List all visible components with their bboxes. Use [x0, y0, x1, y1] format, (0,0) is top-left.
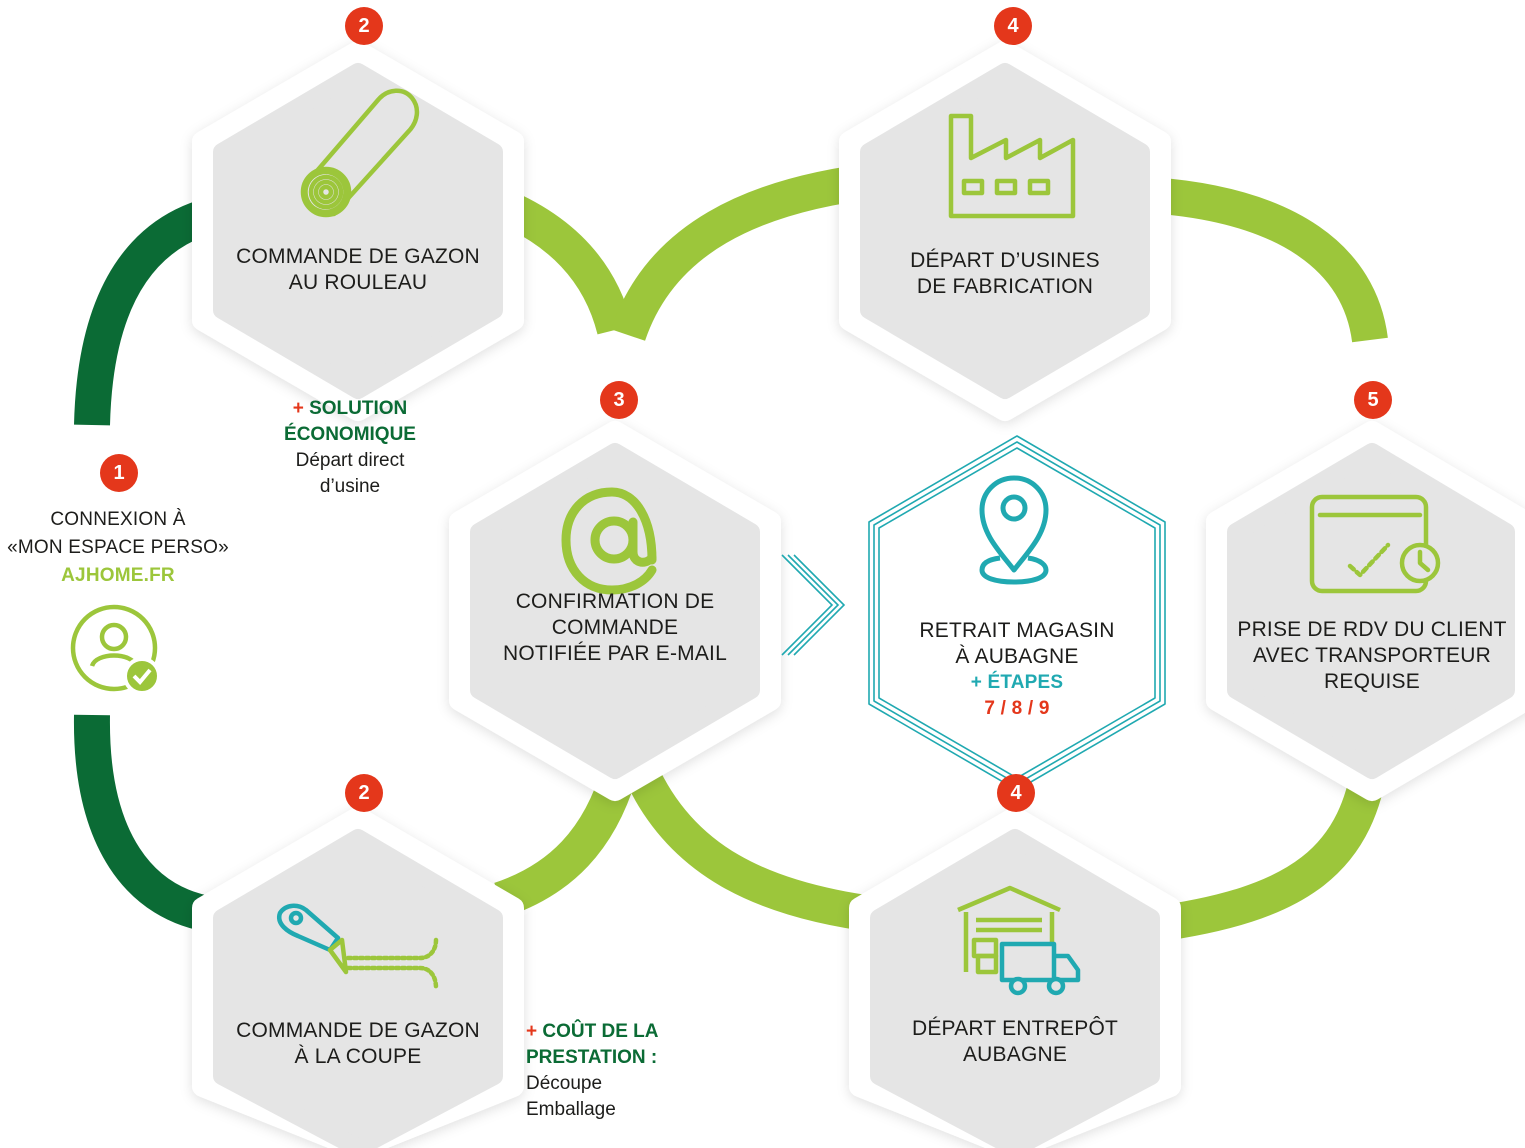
step-badge-1: 1 — [100, 454, 138, 492]
step1-line2: «MON ESPACE PERSO» — [7, 537, 229, 558]
roll-note-head: + SOLUTION — [270, 396, 430, 422]
green-arc-factory-to-rdv — [1148, 177, 1388, 343]
hexagon-rdv — [1206, 421, 1525, 801]
step1-label: CONNEXION À «MON ESPACE PERSO» AJHOME.FR — [0, 506, 236, 590]
roll-note-head2: ÉCONOMIQUE — [284, 424, 416, 445]
step4-factory-line1: DÉPART D’USINES — [910, 249, 1100, 272]
pickup-extra: + ÉTAPES — [970, 672, 1064, 693]
step5-line1: PRISE DE RDV DU CLIENT — [1237, 618, 1507, 641]
step-badge-5: 5 — [1354, 381, 1392, 419]
step4-factory-label: DÉPART D’USINES DE FABRICATION — [855, 248, 1155, 300]
hexagon-factory — [839, 41, 1171, 421]
step-badge-2-roll: 2 — [345, 7, 383, 45]
truck-icon — [999, 941, 1081, 996]
cut-note-head: + COÛT DE LA — [526, 1019, 696, 1045]
pickup-line2: À AUBAGNE — [955, 645, 1079, 668]
step-badge-2-cut: 2 — [345, 774, 383, 812]
user-check-icon — [70, 604, 161, 695]
step5-label: PRISE DE RDV DU CLIENT AVEC TRANSPORTEUR… — [1222, 617, 1522, 695]
step1-line1: CONNEXION À — [50, 509, 186, 530]
step3-line2: COMMANDE — [551, 616, 679, 639]
step3-line1: CONFIRMATION DE — [515, 590, 715, 613]
roll-note-plus: + — [292, 398, 304, 419]
factory-icon — [948, 113, 1076, 219]
step2-roll-line1: COMMANDE DE GAZON — [236, 245, 480, 268]
cutter-icon — [276, 903, 439, 991]
map-pin-icon — [979, 475, 1049, 585]
roll-note-body1: Départ direct — [295, 450, 405, 471]
warehouse-truck-icon — [957, 885, 1061, 975]
cut-note-head1: COÛT DE LA — [542, 1021, 659, 1042]
hexagon-cut — [192, 807, 524, 1148]
step-badge-4-factory: 4 — [994, 7, 1032, 45]
step2-roll-line2: AU ROULEAU — [288, 271, 428, 294]
step4-warehouse-label: DÉPART ENTREPÔT AUBAGNE — [865, 1016, 1165, 1068]
hexagon-roll — [192, 41, 524, 421]
cut-note-body2: Emballage — [526, 1099, 616, 1120]
turf-roll-icon — [300, 88, 420, 218]
step-badge-3: 3 — [600, 381, 638, 419]
step2-cut-label: COMMANDE DE GAZON À LA COUPE — [208, 1018, 508, 1070]
chevron-right-icon — [781, 554, 846, 656]
step3-line3: NOTIFIÉE PAR E-MAIL — [503, 642, 727, 665]
step5-line2: AVEC TRANSPORTEUR — [1253, 644, 1491, 667]
at-sign-icon — [561, 487, 657, 595]
pickup-label: RETRAIT MAGASIN À AUBAGNE + ÉTAPES 7 / 8… — [867, 618, 1167, 722]
hexagon-email — [449, 421, 781, 801]
pickup-line1: RETRAIT MAGASIN — [919, 619, 1115, 642]
step4-warehouse-line2: AUBAGNE — [962, 1043, 1068, 1066]
hexagon-pickup-outline — [868, 435, 1166, 791]
pickup-steps: 7 / 8 / 9 — [984, 698, 1050, 719]
calendar-clock-icon — [1309, 494, 1441, 594]
step2-cut-line2: À LA COUPE — [294, 1045, 422, 1068]
roll-note: + SOLUTION ÉCONOMIQUE Départ direct d’us… — [270, 396, 430, 500]
step4-factory-line2: DE FABRICATION — [916, 275, 1094, 298]
step5-line3: REQUISE — [1324, 670, 1420, 693]
cut-note-body1: Découpe — [526, 1073, 603, 1094]
cut-note-head2: PRESTATION : — [526, 1047, 658, 1068]
step2-roll-label: COMMANDE DE GAZON AU ROULEAU — [208, 244, 508, 296]
cut-note: + COÛT DE LA PRESTATION : Découpe Emball… — [526, 1019, 696, 1123]
dark-green-arc-bottom — [73, 714, 218, 933]
step2-cut-line1: COMMANDE DE GAZON — [236, 1019, 480, 1042]
roll-note-body2: d’usine — [319, 476, 381, 497]
step1-site-link[interactable]: AJHOME.FR — [61, 565, 175, 586]
step3-label: CONFIRMATION DE COMMANDE NOTIFIÉE PAR E-… — [465, 589, 765, 667]
step-badge-4-warehouse: 4 — [997, 774, 1035, 812]
green-arc-email-to-warehouse — [623, 762, 883, 933]
roll-note-head1: SOLUTION — [309, 398, 408, 419]
step4-warehouse-line1: DÉPART ENTREPÔT — [911, 1017, 1119, 1040]
cut-note-plus: + — [526, 1021, 538, 1042]
green-arc-email-to-factory — [610, 162, 883, 342]
